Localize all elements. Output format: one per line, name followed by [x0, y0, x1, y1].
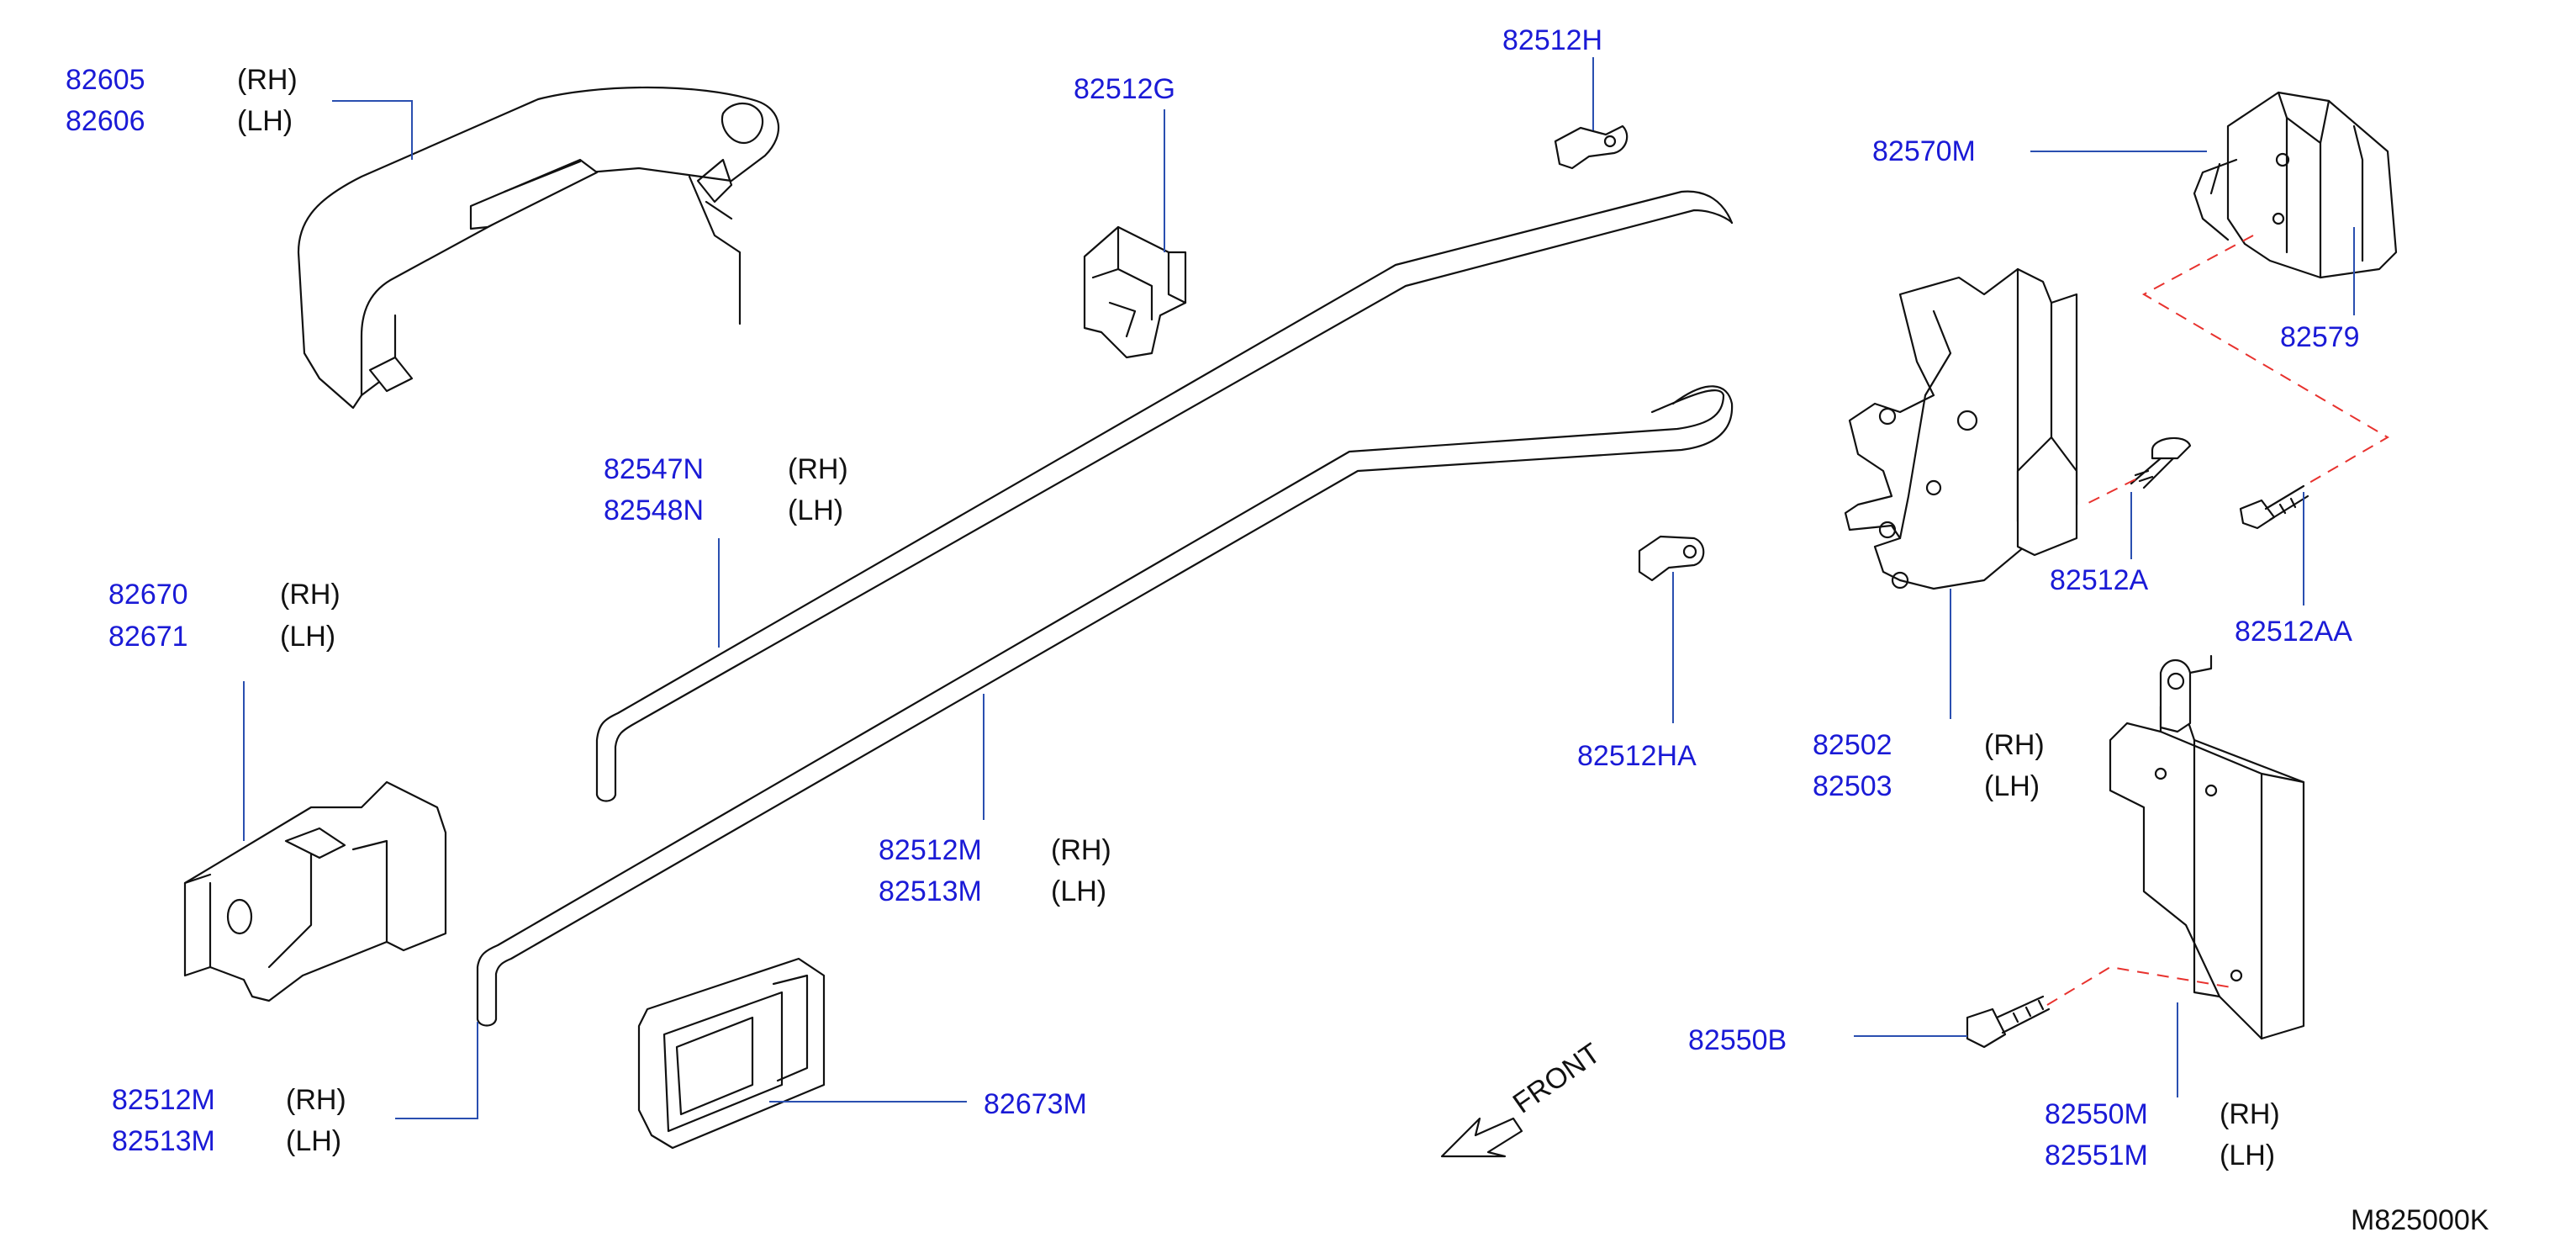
- part-number-82503[interactable]: 82503: [1813, 770, 1892, 802]
- part-number-82512H[interactable]: 82512H: [1502, 24, 1602, 56]
- part-number-82512A[interactable]: 82512A: [2050, 564, 2149, 596]
- side-rh-82502: (RH): [1984, 729, 2045, 761]
- front-direction-arrow: [1440, 1117, 1523, 1158]
- rod-clip-82512HA: [1638, 535, 1705, 582]
- inside-handle-escutcheon: [637, 957, 826, 1150]
- part-number-82512HA[interactable]: 82512HA: [1577, 740, 1697, 772]
- front-label: FRONT: [1507, 1037, 1607, 1119]
- screw-82512A: [2130, 436, 2192, 489]
- part-number-82570M[interactable]: 82570M: [1872, 135, 1976, 167]
- side-rh-82605: (RH): [237, 64, 298, 96]
- rod-clip-82512H: [1554, 124, 1628, 170]
- part-number-82512G[interactable]: 82512G: [1074, 73, 1175, 105]
- part-number-82502[interactable]: 82502: [1813, 729, 1892, 761]
- side-lh-82513M-lower: (LH): [286, 1125, 341, 1157]
- outside-door-handle: [297, 86, 780, 410]
- side-rh-82512M-upper: (RH): [1051, 834, 1111, 866]
- side-lh-82513M-upper: (LH): [1051, 875, 1106, 907]
- part-number-82673M[interactable]: 82673M: [984, 1088, 1087, 1120]
- part-number-82550M[interactable]: 82550M: [2045, 1098, 2148, 1130]
- side-rh-82670: (RH): [280, 579, 340, 611]
- side-rh-82550M: (RH): [2220, 1098, 2280, 1130]
- part-number-82606[interactable]: 82606: [66, 105, 145, 137]
- side-lh-82548N: (LH): [788, 494, 843, 526]
- door-lock-latch: [1844, 267, 2078, 590]
- side-lh-82503: (LH): [1984, 770, 2040, 802]
- screw-82512AA: [2239, 484, 2309, 530]
- part-number-82547N[interactable]: 82547N: [604, 453, 704, 485]
- part-number-82512M-upper[interactable]: 82512M: [879, 834, 982, 866]
- part-number-82579[interactable]: 82579: [2280, 321, 2360, 353]
- part-number-82550B[interactable]: 82550B: [1688, 1024, 1787, 1056]
- part-number-82512M-lower[interactable]: 82512M: [112, 1084, 215, 1116]
- side-lh-82606: (LH): [237, 105, 293, 137]
- side-rh-82547N: (RH): [788, 453, 848, 485]
- part-number-82670[interactable]: 82670: [108, 579, 188, 611]
- side-lh-82551M: (LH): [2220, 1140, 2275, 1171]
- door-lock-actuator: [2193, 91, 2398, 279]
- bolt-82550B: [1966, 995, 2051, 1049]
- side-rh-82512M-lower: (RH): [286, 1084, 346, 1116]
- part-number-82605[interactable]: 82605: [66, 64, 145, 96]
- side-lh-82671: (LH): [280, 621, 335, 653]
- part-number-82512AA[interactable]: 82512AA: [2235, 616, 2352, 648]
- assembly-guides: [2046, 235, 2389, 1006]
- lock-rod-82547N: [595, 190, 1734, 802]
- part-number-82513M-upper[interactable]: 82513M: [879, 875, 982, 907]
- door-lock-control-unit: [2109, 654, 2305, 1040]
- part-number-82513M-lower[interactable]: 82513M: [112, 1125, 215, 1157]
- inside-door-handle: [183, 780, 447, 1002]
- lock-rod-82512M: [476, 385, 1734, 1027]
- rod-clip-82512G: [1083, 225, 1187, 359]
- part-number-82551M[interactable]: 82551M: [2045, 1140, 2148, 1171]
- part-number-82671[interactable]: 82671: [108, 621, 188, 653]
- part-number-82548N[interactable]: 82548N: [604, 494, 704, 526]
- leader-lines: [243, 57, 2355, 1119]
- diagram-reference-code: M825000K: [2351, 1204, 2489, 1236]
